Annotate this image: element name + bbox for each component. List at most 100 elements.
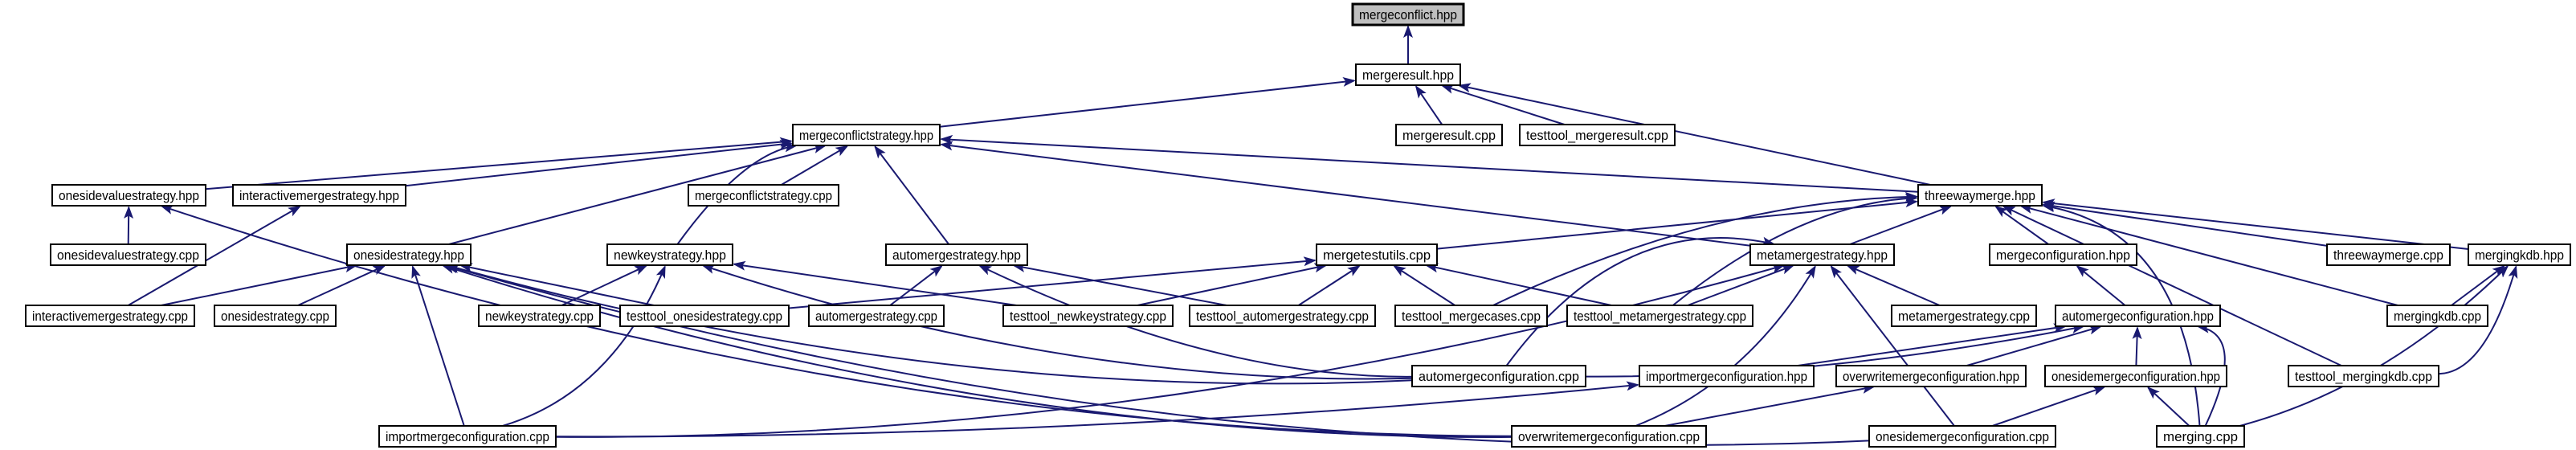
node-label-automergestrategy.hpp: automergestrategy.hpp	[892, 248, 1021, 263]
node-mergeresult.cpp[interactable]: mergeresult.cpp	[1395, 124, 1503, 146]
node-testtool_mergingkdb.cpp[interactable]: testtool_mergingkdb.cpp	[2288, 365, 2439, 387]
node-testtool_mergecases.cpp[interactable]: testtool_mergecases.cpp	[1394, 305, 1548, 327]
node-overwritemergeconfiguration.hpp[interactable]: overwritemergeconfiguration.hpp	[1835, 365, 2027, 387]
node-box-threewaymerge.cpp[interactable]	[2326, 243, 2451, 266]
node-box-overwritemergeconfiguration.cpp[interactable]	[1511, 425, 1707, 448]
node-mergeconfiguration.hpp[interactable]: mergeconfiguration.hpp	[1989, 243, 2137, 266]
node-box-metamergestrategy.cpp[interactable]	[1891, 305, 2037, 327]
node-label-overwritemergeconfiguration.cpp: overwritemergeconfiguration.cpp	[1518, 429, 1700, 444]
node-box-automergestrategy.cpp[interactable]	[808, 305, 945, 327]
node-box-testtool_automergestrategy.cpp[interactable]	[1189, 305, 1376, 327]
node-label-onesidestrategy.cpp: onesidestrategy.cpp	[221, 309, 329, 324]
include-edge-importmergeconfiguration.cpp-to-newkeystrategy.hpp	[502, 264, 666, 427]
node-mergeconflictstrategy.hpp[interactable]: mergeconflictstrategy.hpp	[792, 124, 941, 146]
node-testtool_automergestrategy.cpp[interactable]: testtool_automergestrategy.cpp	[1189, 305, 1376, 327]
node-testtool_newkeystrategy.cpp[interactable]: testtool_newkeystrategy.cpp	[1002, 305, 1174, 327]
node-box-onesidevaluestrategy.hpp[interactable]	[51, 184, 206, 207]
node-box-mergeconflictstrategy.hpp[interactable]	[792, 124, 941, 146]
node-onesidestrategy.hpp[interactable]: onesidestrategy.hpp	[346, 243, 472, 266]
node-box-automergestrategy.hpp[interactable]	[885, 243, 1028, 266]
node-label-mergingkdb.cpp: mergingkdb.cpp	[2394, 309, 2481, 324]
node-box-threewaymerge.hpp[interactable]	[1917, 184, 2043, 207]
include-edge-testtool_metamergestrategy.cpp-to-threewaymerge.hpp	[1672, 193, 1918, 306]
node-box-interactivemergestrategy.hpp[interactable]	[232, 184, 406, 207]
node-automergeconfiguration.hpp[interactable]: automergeconfiguration.hpp	[2055, 305, 2221, 327]
node-box-newkeystrategy.hpp[interactable]	[606, 243, 733, 266]
include-edge-automergeconfiguration.cpp-to-metamergestrategy.hpp	[1505, 236, 1775, 366]
node-box-newkeystrategy.cpp[interactable]	[478, 305, 601, 327]
node-metamergestrategy.hpp[interactable]: metamergestrategy.hpp	[1749, 243, 1895, 266]
node-box-mergingkdb.cpp[interactable]	[2386, 305, 2488, 327]
node-box-onesidevaluestrategy.cpp[interactable]	[50, 243, 206, 266]
node-mergeresult.hpp[interactable]: mergeresult.hpp	[1355, 63, 1461, 86]
node-mergetestutils.cpp[interactable]: mergetestutils.cpp	[1316, 243, 1438, 266]
include-edge-newkeystrategy.cpp-to-newkeystrategy.hpp	[561, 264, 648, 306]
node-onesidevaluestrategy.hpp[interactable]: onesidevaluestrategy.hpp	[51, 184, 206, 207]
node-box-importmergeconfiguration.cpp[interactable]	[378, 425, 557, 448]
node-box-onesidestrategy.hpp[interactable]	[346, 243, 472, 266]
node-box-mergeconflictstrategy.cpp[interactable]	[688, 184, 839, 207]
node-box-testtool_onesidestrategy.cpp[interactable]	[619, 305, 790, 327]
include-edge-mergeresult.cpp-to-mergeresult.hpp	[1415, 85, 1443, 125]
include-edge-mergeconflictstrategy.cpp-to-mergeconflictstrategy.hpp	[781, 145, 849, 186]
node-box-interactivemergestrategy.cpp[interactable]	[25, 305, 195, 327]
node-box-automergeconfiguration.cpp[interactable]	[1411, 365, 1586, 387]
node-box-testtool_mergeresult.cpp[interactable]	[1519, 124, 1676, 146]
node-box-mergetestutils.cpp[interactable]	[1316, 243, 1438, 266]
node-automergestrategy.cpp[interactable]: automergestrategy.cpp	[808, 305, 945, 327]
node-box-mergeresult.hpp[interactable]	[1355, 63, 1461, 86]
include-edge-interactivemergestrategy.cpp-to-interactivemergestrategy.hpp	[128, 206, 301, 306]
node-automergeconfiguration.cpp[interactable]: automergeconfiguration.cpp	[1411, 365, 1586, 387]
node-interactivemergestrategy.hpp[interactable]: interactivemergestrategy.hpp	[232, 184, 406, 207]
node-testtool_metamergestrategy.cpp[interactable]: testtool_metamergestrategy.cpp	[1566, 305, 1753, 327]
node-testtool_onesidestrategy.cpp[interactable]: testtool_onesidestrategy.cpp	[619, 305, 790, 327]
node-newkeystrategy.hpp[interactable]: newkeystrategy.hpp	[606, 243, 733, 266]
include-edge-testtool_newkeystrategy.cpp-to-mergetestutils.cpp	[1137, 263, 1328, 306]
node-box-testtool_newkeystrategy.cpp[interactable]	[1002, 305, 1174, 327]
node-importmergeconfiguration.hpp[interactable]: importmergeconfiguration.hpp	[1639, 365, 1815, 387]
node-newkeystrategy.cpp[interactable]: newkeystrategy.cpp	[478, 305, 601, 327]
node-automergestrategy.hpp[interactable]: automergestrategy.hpp	[885, 243, 1028, 266]
include-edge-testtool_metamergestrategy.cpp-to-mergetestutils.cpp	[1425, 263, 1612, 306]
node-box-onesidestrategy.cpp[interactable]	[214, 305, 337, 327]
node-label-mergeresult.cpp: mergeresult.cpp	[1402, 128, 1496, 143]
node-box-importmergeconfiguration.hpp[interactable]	[1639, 365, 1815, 387]
node-box-mergingkdb.hpp[interactable]	[2468, 243, 2571, 266]
node-threewaymerge.hpp[interactable]: threewaymerge.hpp	[1917, 184, 2043, 207]
node-box-testtool_mergecases.cpp[interactable]	[1394, 305, 1548, 327]
node-threewaymerge.cpp[interactable]: threewaymerge.cpp	[2326, 243, 2451, 266]
include-edge-overwritemergeconfiguration.hpp-to-automergeconfiguration.hpp	[1966, 325, 2102, 366]
node-box-testtool_mergingkdb.cpp[interactable]	[2288, 365, 2439, 387]
include-edge-testtool_onesidestrategy.cpp-to-onesidestrategy.hpp	[459, 263, 655, 306]
node-box-testtool_metamergestrategy.cpp[interactable]	[1566, 305, 1753, 327]
node-onesidevaluestrategy.cpp[interactable]: onesidevaluestrategy.cpp	[50, 243, 206, 266]
node-box-mergeresult.cpp[interactable]	[1395, 124, 1503, 146]
node-label-newkeystrategy.cpp: newkeystrategy.cpp	[485, 309, 594, 324]
include-edge-automergeconfiguration.cpp-to-onesidestrategy.hpp	[446, 264, 1413, 385]
node-box-merging.cpp[interactable]	[2156, 425, 2245, 448]
node-importmergeconfiguration.cpp[interactable]: importmergeconfiguration.cpp	[378, 425, 557, 448]
node-interactivemergestrategy.cpp[interactable]: interactivemergestrategy.cpp	[25, 305, 195, 327]
include-edge-interactivemergestrategy.hpp-to-mergeconflictstrategy.hpp	[405, 139, 793, 187]
node-label-testtool_metamergestrategy.cpp: testtool_metamergestrategy.cpp	[1574, 309, 1746, 324]
node-onesidestrategy.cpp[interactable]: onesidestrategy.cpp	[214, 305, 337, 327]
node-box-onesidemergeconfiguration.hpp[interactable]	[2044, 365, 2227, 387]
include-edge-overwritemergeconfiguration.cpp-to-onesidevaluestrategy.hpp	[160, 205, 1513, 437]
node-box-overwritemergeconfiguration.hpp[interactable]	[1835, 365, 2027, 387]
node-onesidemergeconfiguration.cpp[interactable]: onesidemergeconfiguration.cpp	[1868, 425, 2056, 448]
node-onesidemergeconfiguration.hpp[interactable]: onesidemergeconfiguration.hpp	[2044, 365, 2227, 387]
node-testtool_mergeresult.cpp[interactable]: testtool_mergeresult.cpp	[1519, 124, 1676, 146]
node-label-mergeconflictstrategy.cpp: mergeconflictstrategy.cpp	[695, 188, 832, 203]
node-box-mergeconfiguration.hpp[interactable]	[1989, 243, 2137, 266]
node-box-automergeconfiguration.hpp[interactable]	[2055, 305, 2221, 327]
node-metamergestrategy.cpp[interactable]: metamergestrategy.cpp	[1891, 305, 2037, 327]
node-box-metamergestrategy.hpp[interactable]	[1749, 243, 1895, 266]
include-edge-mergingkdb.hpp-to-threewaymerge.hpp	[2042, 198, 2469, 250]
node-mergingkdb.cpp[interactable]: mergingkdb.cpp	[2386, 305, 2488, 327]
node-box-onesidemergeconfiguration.cpp[interactable]	[1868, 425, 2056, 448]
node-mergeconflictstrategy.cpp[interactable]: mergeconflictstrategy.cpp	[688, 184, 839, 207]
node-overwritemergeconfiguration.cpp[interactable]: overwritemergeconfiguration.cpp	[1511, 425, 1707, 448]
node-mergingkdb.hpp[interactable]: mergingkdb.hpp	[2468, 243, 2571, 266]
nodes-layer: mergeconflict.hppmergeresult.hppmergecon…	[25, 2, 2571, 448]
node-merging.cpp[interactable]: merging.cpp	[2156, 425, 2245, 448]
